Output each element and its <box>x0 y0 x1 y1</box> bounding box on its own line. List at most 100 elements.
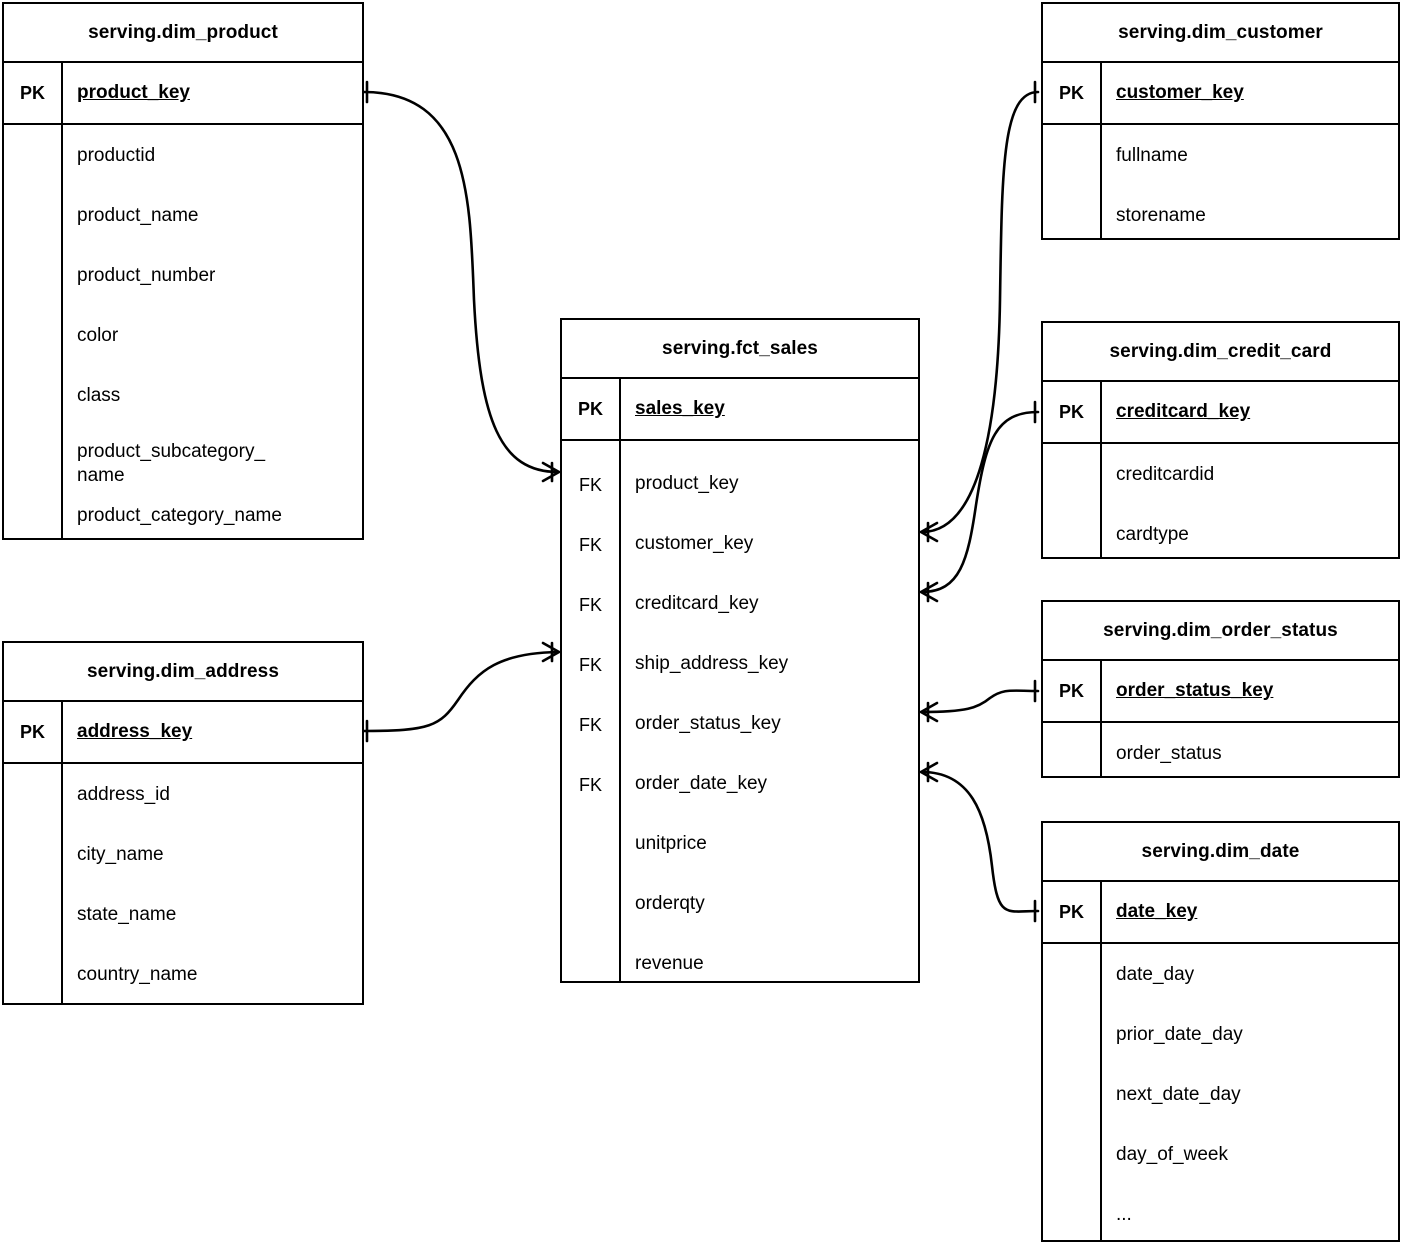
field-item: orderqty <box>635 893 705 914</box>
fk-keycolumn-fct-sales: FK FK FK FK FK FK <box>562 441 621 981</box>
attributes-keycolumn-dim-credit-card <box>1043 444 1102 557</box>
attribute-item: color <box>77 325 119 346</box>
field-item: unitprice <box>635 833 707 854</box>
entity-dim-product[interactable]: serving.dim_product PK product_key produ… <box>2 2 364 540</box>
entity-dim-credit-card[interactable]: serving.dim_credit_card PK creditcard_ke… <box>1041 321 1400 559</box>
attribute-item: country_name <box>77 964 198 985</box>
fk-badge: FK <box>578 655 602 675</box>
pk-badge-dim-product: PK <box>4 63 63 123</box>
attribute-item: product_category_name <box>77 505 282 526</box>
attributes-keycolumn-dim-order-status <box>1043 723 1102 776</box>
attribute-item-continuation: name <box>77 465 125 486</box>
attribute-item: storename <box>1116 205 1206 226</box>
pk-row-dim-credit-card: PK creditcard_key <box>1043 382 1398 444</box>
entity-fct-sales[interactable]: serving.fct_sales PK sales_key FK FK FK … <box>560 318 920 983</box>
attribute-item: product_number <box>77 265 216 286</box>
attributes-dim-credit-card: creditcardid cardtype <box>1043 444 1398 557</box>
pk-field-dim-address: address_key <box>77 721 193 742</box>
fk-badge: FK <box>578 595 602 615</box>
attribute-item: next_date_day <box>1116 1084 1241 1105</box>
cardinality-many-fct-customer <box>919 521 939 543</box>
field-item: customer_key <box>635 533 754 554</box>
field-item: creditcard_key <box>635 593 759 614</box>
entity-title-dim-customer: serving.dim_customer <box>1043 4 1398 63</box>
attribute-item: productid <box>77 145 156 166</box>
edge-dim-product-to-fct-sales <box>362 90 560 474</box>
field-item: order_date_key <box>635 773 768 794</box>
pk-badge-dim-date: PK <box>1043 882 1102 942</box>
pk-field-dim-credit-card: creditcard_key <box>1116 401 1251 422</box>
pk-badge-dim-order-status: PK <box>1043 661 1102 721</box>
attributes-list-dim-order-status: order_status <box>1102 723 1398 776</box>
attributes-dim-customer: fullname storename <box>1043 125 1398 238</box>
field-item: product_key <box>635 473 739 494</box>
attribute-item: state_name <box>77 904 177 925</box>
attributes-dim-order-status: order_status <box>1043 723 1398 776</box>
pk-field-dim-product: product_key <box>77 82 190 103</box>
attribute-item: creditcardid <box>1116 464 1215 485</box>
attributes-dim-date: date_day prior_date_day next_date_day da… <box>1043 944 1398 1240</box>
attribute-item-ellipsis: ... <box>1116 1204 1132 1225</box>
attribute-item: date_day <box>1116 964 1195 985</box>
attributes-list-dim-customer: fullname storename <box>1102 125 1398 238</box>
attributes-list-dim-credit-card: creditcardid cardtype <box>1102 444 1398 557</box>
entity-title-fct-sales: serving.fct_sales <box>562 320 918 379</box>
fk-badge: FK <box>578 775 602 795</box>
attributes-list-dim-date: date_day prior_date_day next_date_day da… <box>1102 944 1398 1240</box>
cardinality-many-fct-product <box>541 461 561 483</box>
entity-title-dim-credit-card: serving.dim_credit_card <box>1043 323 1398 382</box>
attributes-keycolumn-dim-address <box>4 764 63 1003</box>
attributes-keycolumn-dim-date <box>1043 944 1102 1240</box>
edge-fct-sales-to-dim-order-status <box>920 689 1040 714</box>
attribute-item: order_status <box>1116 743 1222 764</box>
cardinality-many-fct-order-date <box>919 761 939 783</box>
attribute-item: day_of_week <box>1116 1144 1228 1165</box>
attributes-dim-address: address_id city_name state_name country_… <box>4 764 362 1003</box>
entity-dim-customer[interactable]: serving.dim_customer PK customer_key ful… <box>1041 2 1400 240</box>
pk-field-fct-sales: sales_key <box>635 398 725 419</box>
pk-row-dim-address: PK address_key <box>4 702 362 764</box>
fk-badge: FK <box>578 475 602 495</box>
cardinality-many-fct-ship-address <box>541 641 561 663</box>
pk-badge-dim-customer: PK <box>1043 63 1102 123</box>
cardinality-many-fct-creditcard <box>919 581 939 603</box>
pk-row-dim-date: PK date_key <box>1043 882 1398 944</box>
attributes-keycolumn-dim-customer <box>1043 125 1102 238</box>
attributes-list-dim-address: address_id city_name state_name country_… <box>63 764 362 1003</box>
attributes-list-dim-product: productid product_name product_number co… <box>63 125 362 538</box>
field-item: order_status_key <box>635 713 781 734</box>
entity-title-dim-order-status: serving.dim_order_status <box>1043 602 1398 661</box>
attribute-item: address_id <box>77 784 170 805</box>
fields-list-fct-sales: product_key customer_key creditcard_key … <box>621 441 918 981</box>
attribute-item: class <box>77 385 121 406</box>
pk-field-dim-date: date_key <box>1116 901 1198 922</box>
entity-title-dim-product: serving.dim_product <box>4 4 362 63</box>
attribute-item: city_name <box>77 844 164 865</box>
pk-row-dim-customer: PK customer_key <box>1043 63 1398 125</box>
attribute-item: fullname <box>1116 145 1188 166</box>
edge-dim-address-to-fct-sales <box>362 650 560 733</box>
attributes-dim-product: productid product_name product_number co… <box>4 125 362 538</box>
attributes-keycolumn-dim-product <box>4 125 63 538</box>
pk-row-dim-order-status: PK order_status_key <box>1043 661 1398 723</box>
pk-badge-dim-credit-card: PK <box>1043 382 1102 442</box>
edge-fct-sales-to-dim-date <box>920 770 1040 913</box>
cardinality-many-fct-order-status <box>919 701 939 723</box>
entity-title-dim-address: serving.dim_address <box>4 643 362 702</box>
pk-badge-fct-sales: PK <box>562 379 621 439</box>
edge-fct-sales-to-dim-credit-card <box>920 410 1040 594</box>
edge-fct-sales-to-dim-customer <box>920 90 1040 534</box>
entity-dim-order-status[interactable]: serving.dim_order_status PK order_status… <box>1041 600 1400 778</box>
pk-field-dim-order-status: order_status_key <box>1116 680 1274 701</box>
attribute-item: product_subcategory_ <box>77 441 266 462</box>
attribute-item: prior_date_day <box>1116 1024 1243 1045</box>
pk-badge-dim-address: PK <box>4 702 63 762</box>
fk-badge: FK <box>578 715 602 735</box>
fk-badge: FK <box>578 535 602 555</box>
entity-dim-address[interactable]: serving.dim_address PK address_key addre… <box>2 641 364 1005</box>
pk-row-dim-product: PK product_key <box>4 63 362 125</box>
entity-dim-date[interactable]: serving.dim_date PK date_key date_day pr… <box>1041 821 1400 1242</box>
pk-field-dim-customer: customer_key <box>1116 82 1244 103</box>
attribute-item: product_name <box>77 205 199 226</box>
